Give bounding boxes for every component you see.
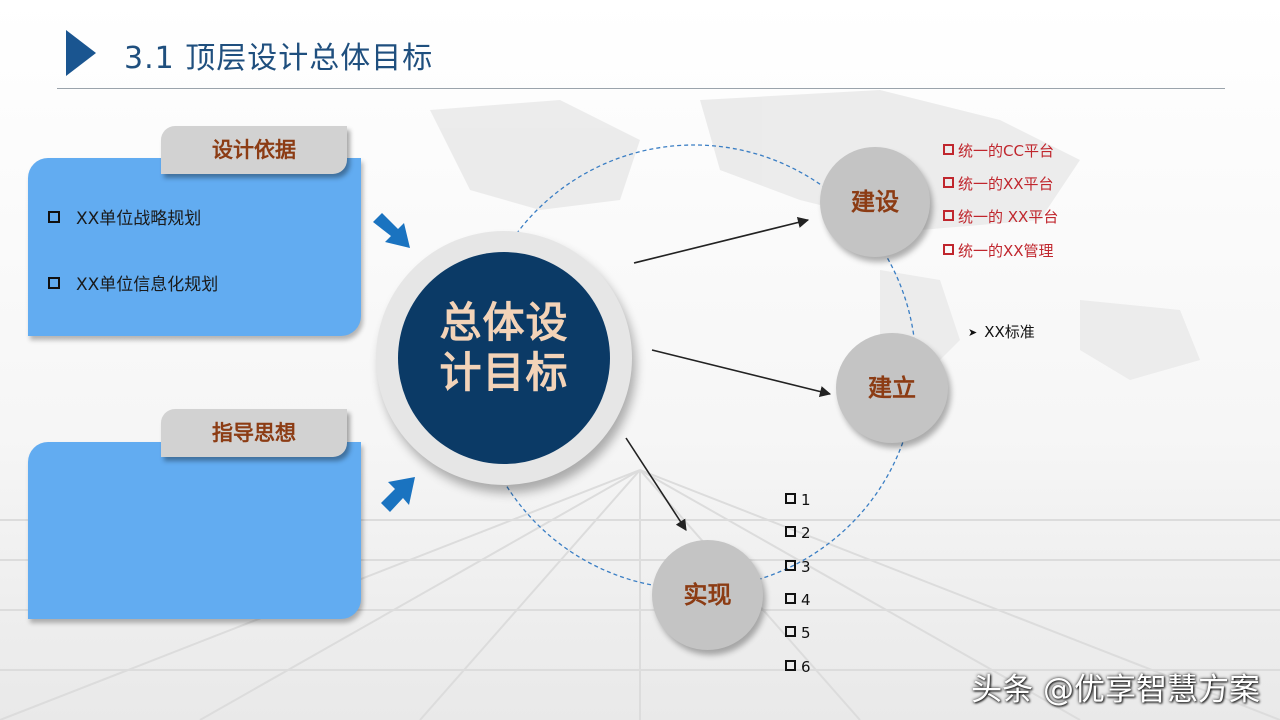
- basis-item-label: XX单位战略规划: [76, 209, 202, 229]
- diagonal-arrow-icon: [381, 477, 415, 512]
- center-circle: [398, 252, 610, 464]
- jianli-item: ➤ XX标准: [968, 323, 1035, 342]
- jianshe-item-label: 统一的XX管理: [958, 242, 1054, 260]
- jianshe-item-label: 统一的CC平台: [958, 142, 1054, 160]
- hollow-square-icon: [785, 626, 796, 637]
- arrow-to-jianshe: [633, 216, 810, 264]
- shixian-item: 1: [785, 491, 811, 509]
- hollow-square-icon: [785, 560, 796, 571]
- arrowhead-bullet-icon: ➤: [968, 326, 978, 339]
- shixian-item-label: 3: [801, 558, 811, 576]
- design-basis-panel: [28, 158, 361, 336]
- hollow-square-icon: [943, 177, 954, 188]
- node-shixian: 实现: [652, 540, 763, 650]
- jianshe-item: 统一的 XX平台: [943, 208, 1058, 226]
- design-basis-tag: 设计依据: [161, 126, 347, 174]
- hollow-square-icon: [785, 593, 796, 604]
- basis-item-label: XX单位信息化规划: [76, 275, 219, 295]
- shixian-item: 3: [785, 558, 811, 576]
- diagonal-arrow-icon: [373, 213, 410, 248]
- basis-item-1: XX单位战略规划: [48, 209, 201, 229]
- center-title: 总体设 计目标: [398, 298, 610, 398]
- basis-item-2: XX单位信息化规划: [48, 275, 218, 295]
- shixian-item: 6: [785, 658, 811, 676]
- arrow-to-jianli: [651, 349, 832, 398]
- jianshe-item: 统一的XX管理: [943, 242, 1054, 260]
- header-divider: [57, 88, 1225, 89]
- shixian-item: 5: [785, 624, 811, 642]
- shixian-item-label: 5: [801, 624, 811, 642]
- hollow-square-icon: [785, 526, 796, 537]
- center-title-line-1: 总体设: [439, 298, 569, 347]
- shixian-item-label: 6: [801, 658, 811, 676]
- shixian-item-label: 2: [801, 524, 811, 542]
- jianshe-item: 统一的XX平台: [943, 175, 1054, 193]
- shixian-item: 2: [785, 524, 811, 542]
- hollow-square-icon: [943, 210, 954, 221]
- jianshe-item-label: 统一的 XX平台: [958, 208, 1059, 226]
- guidance-panel: [28, 442, 361, 619]
- guidance-tag: 指导思想: [161, 409, 347, 457]
- jianli-item-label: XX标准: [984, 323, 1035, 341]
- jianshe-item: 统一的CC平台: [943, 142, 1054, 160]
- center-title-line-2: 计目标: [439, 348, 569, 397]
- shixian-item-label: 1: [801, 491, 811, 509]
- jianshe-item-label: 统一的XX平台: [958, 175, 1054, 193]
- node-jianshe: 建设: [820, 147, 930, 257]
- triangle-right-icon: [66, 30, 96, 76]
- hollow-square-icon: [943, 244, 954, 255]
- shixian-item-label: 4: [801, 591, 811, 609]
- shixian-item: 4: [785, 591, 811, 609]
- hollow-square-icon: [785, 493, 796, 504]
- hollow-square-icon: [943, 144, 954, 155]
- node-jianli: 建立: [836, 333, 948, 443]
- hollow-square-icon: [48, 277, 60, 289]
- arrow-to-shixian: [625, 437, 687, 531]
- page-title: 3.1 顶层设计总体目标: [124, 41, 434, 76]
- watermark: 头条 @优享智慧方案: [971, 672, 1260, 708]
- hollow-square-icon: [48, 211, 60, 223]
- hollow-square-icon: [785, 660, 796, 671]
